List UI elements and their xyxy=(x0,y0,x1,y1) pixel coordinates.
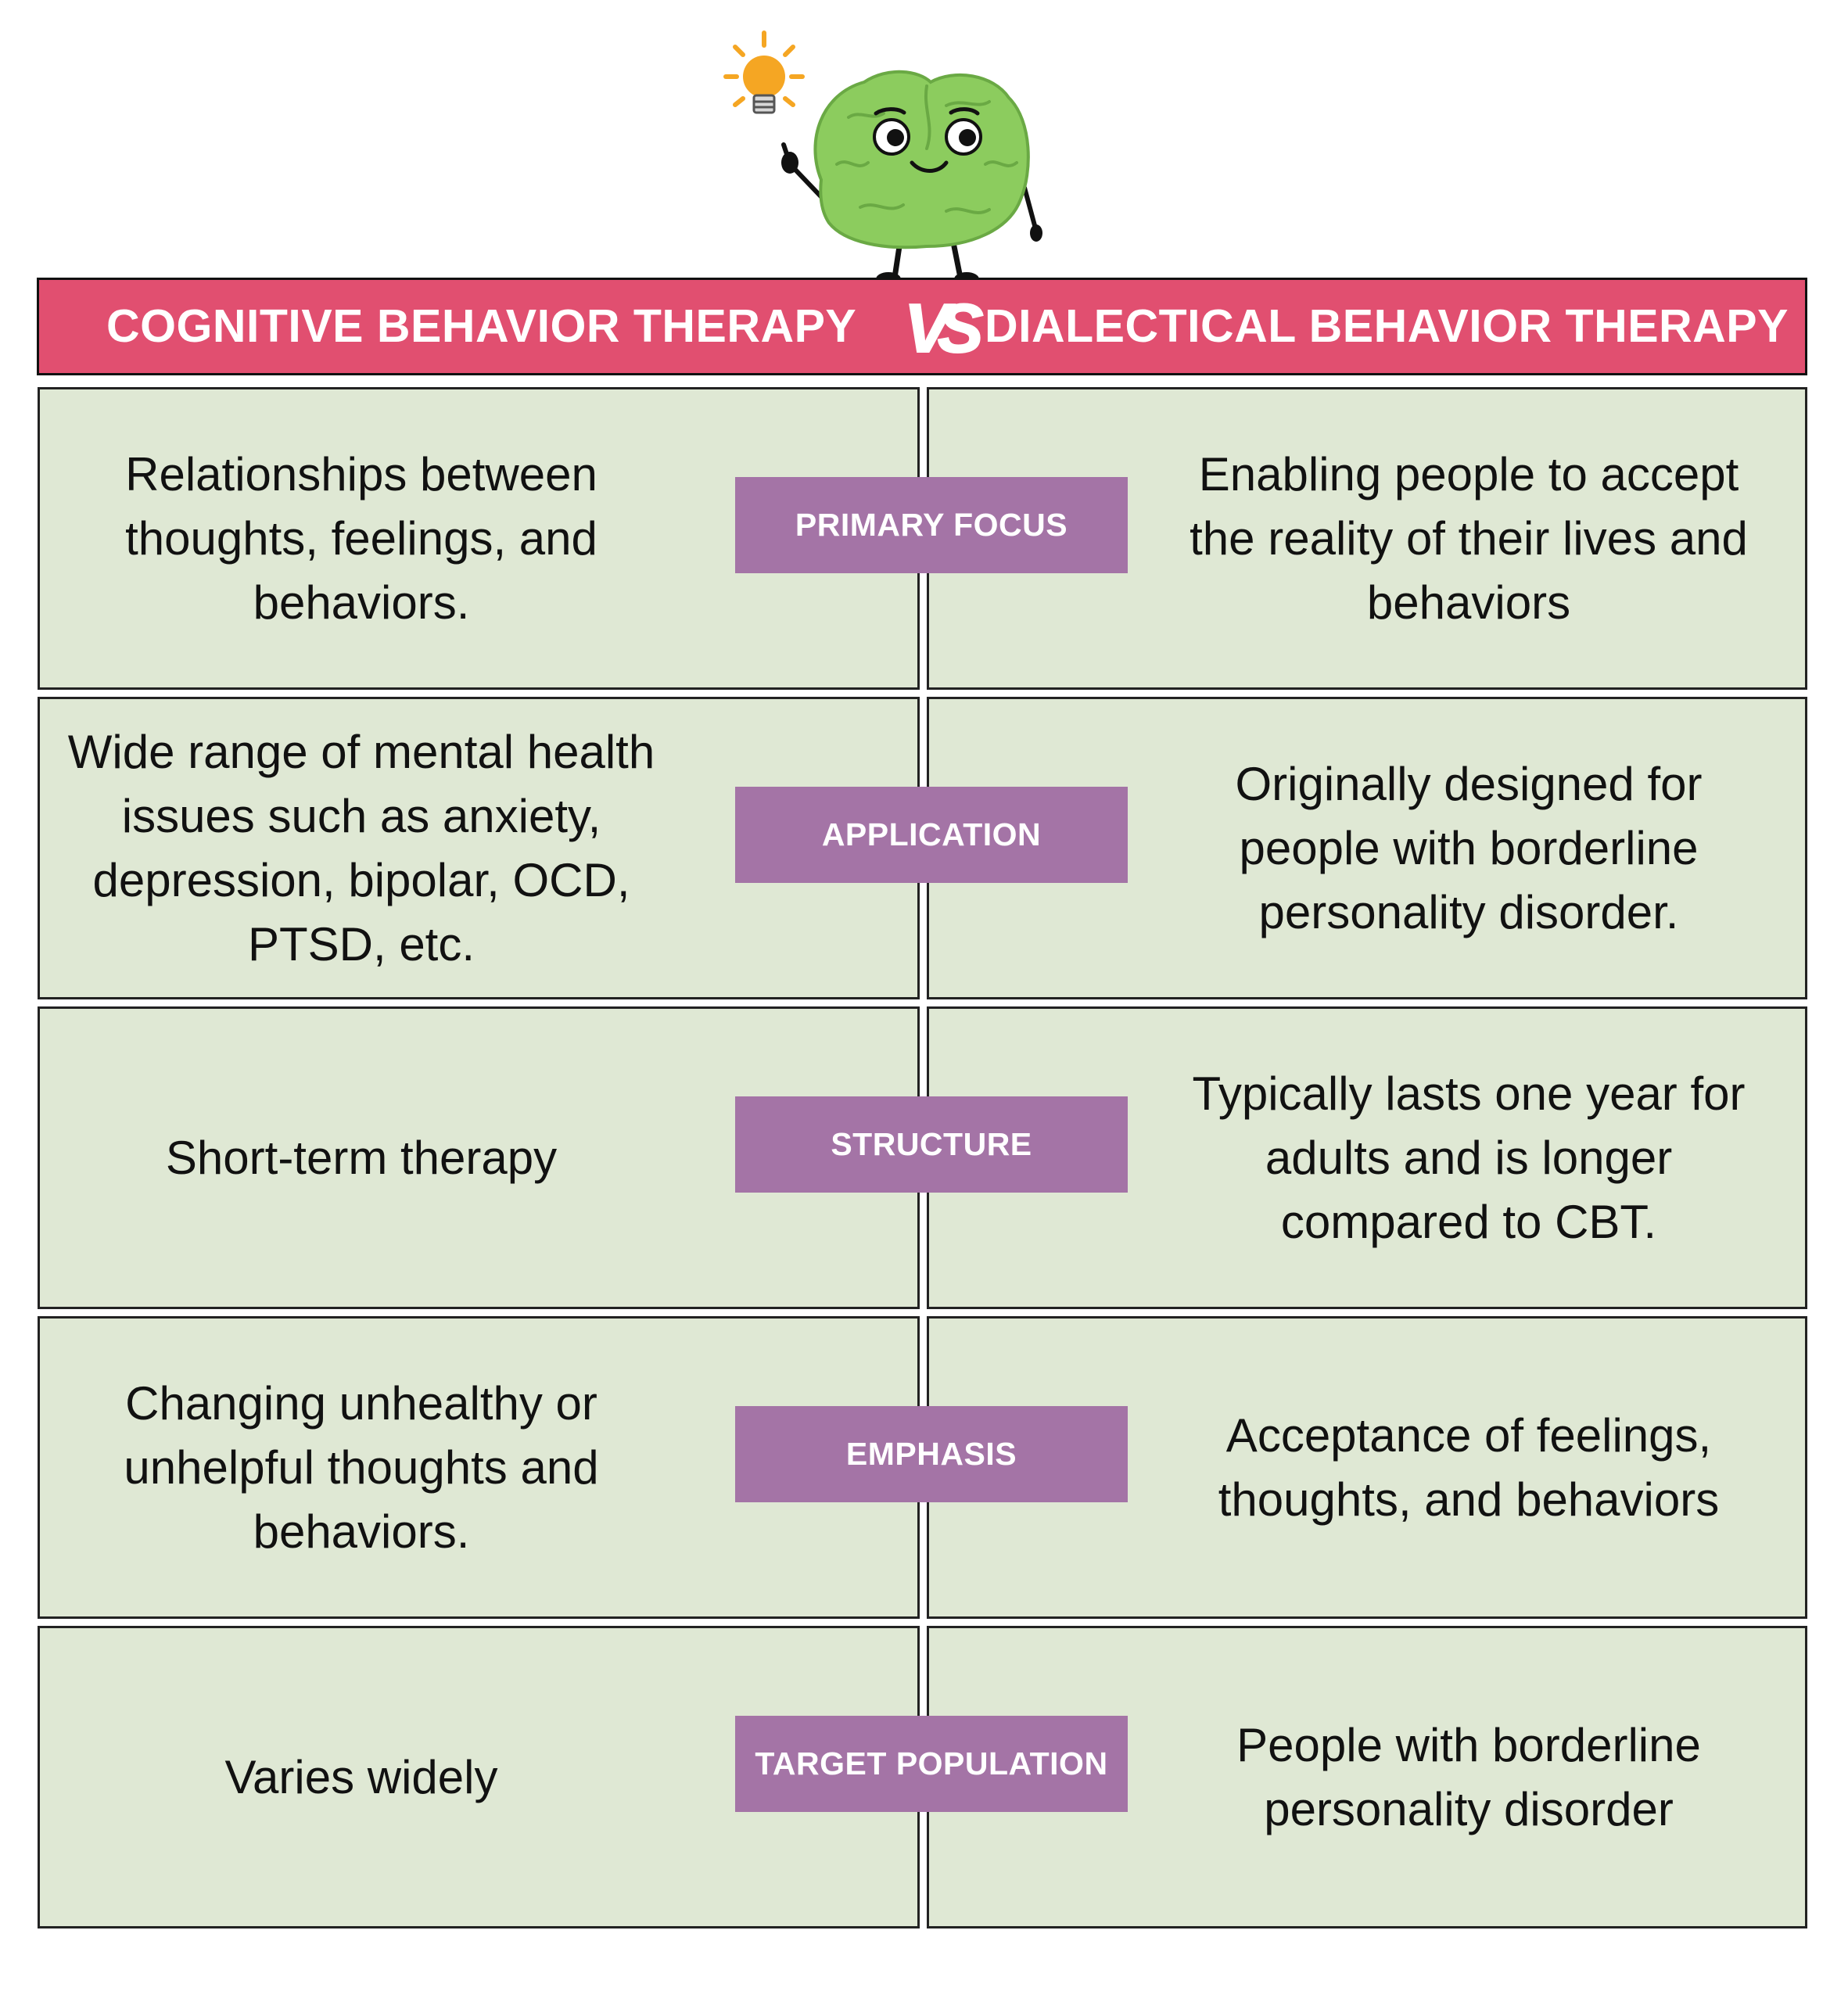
category-tag-application: APPLICATION xyxy=(735,787,1128,883)
vs-badge-text: VS xyxy=(904,289,983,367)
cbt-title: COGNITIVE BEHAVIOR THERAPY xyxy=(106,300,857,352)
cbt-text-structure: Short-term therapy xyxy=(165,1131,558,1184)
cbt-cell-emphasis: Changing unhealthy or unhelpful thoughts… xyxy=(38,1316,920,1619)
dbt-text-application: Originally designed for people with bord… xyxy=(1235,757,1703,938)
vs-badge: VS xyxy=(903,289,996,368)
cbt-text-application: Wide range of mental health issues such … xyxy=(67,725,655,971)
dbt-text-structure: Typically lasts one year for adults and … xyxy=(1192,1067,1746,1248)
dbt-text-target-population: People with borderline personality disor… xyxy=(1236,1718,1701,1835)
brain-mascot-illustration xyxy=(723,30,1042,282)
comparison-header: COGNITIVE BEHAVIOR THERAPY VS DIALECTICA… xyxy=(37,278,1807,375)
dbt-title: DIALECTICAL BEHAVIOR THERAPY xyxy=(985,300,1789,352)
cbt-text-target-population: Varies widely xyxy=(224,1750,498,1803)
cbt-text-emphasis: Changing unhealthy or unhelpful thoughts… xyxy=(124,1376,599,1558)
cbt-text-primary-focus: Relationships between thoughts, feelings… xyxy=(125,447,597,629)
cbt-cell-structure: Short-term therapy xyxy=(38,1006,920,1309)
cbt-cell-primary-focus: Relationships between thoughts, feelings… xyxy=(38,387,920,690)
dbt-text-primary-focus: Enabling people to accept the reality of… xyxy=(1190,447,1748,629)
category-tag-primary-focus: PRIMARY FOCUS xyxy=(735,477,1128,573)
dbt-text-emphasis: Acceptance of feelings, thoughts, and be… xyxy=(1218,1408,1720,1526)
dbt-cell-structure: Typically lasts one year for adults and … xyxy=(927,1006,1807,1309)
category-tag-structure: STRUCTURE xyxy=(735,1096,1128,1193)
lightbulb-icon xyxy=(723,30,805,114)
category-tag-target-population: TARGET POPULATION xyxy=(735,1716,1128,1812)
category-tag-emphasis: EMPHASIS xyxy=(735,1406,1128,1502)
